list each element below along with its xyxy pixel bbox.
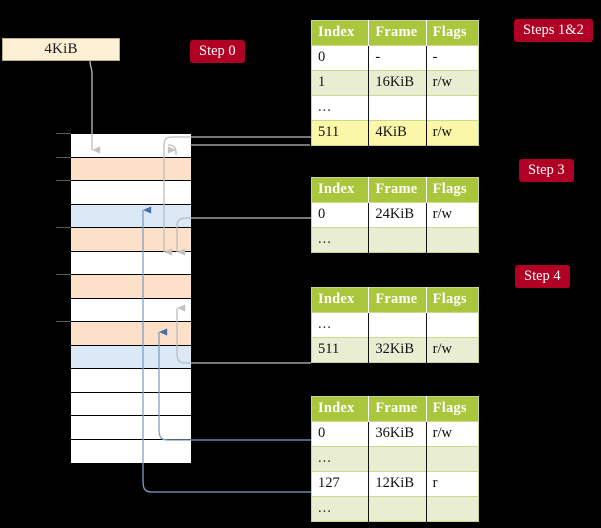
cell-index: 511 xyxy=(311,337,370,363)
cell-flags xyxy=(426,312,479,338)
cell-index: 511 xyxy=(311,120,370,146)
cell-flags xyxy=(426,95,479,121)
memory-frame-row xyxy=(71,275,191,299)
cell-frame: 12KiB xyxy=(368,471,427,497)
memory-frame-row xyxy=(71,392,191,416)
cell-frame: 24KiB xyxy=(368,202,427,228)
cell-flags: r xyxy=(426,471,479,497)
cell-frame xyxy=(368,227,427,253)
cell-frame xyxy=(368,496,427,522)
memory-frame-row xyxy=(71,298,191,322)
cell-index: ... xyxy=(311,95,370,121)
cell-index: 0 xyxy=(311,202,370,228)
cell-index: ... xyxy=(311,496,370,522)
cell-flags: r/w xyxy=(426,337,479,363)
table-header-index: Index xyxy=(311,287,370,313)
cell-frame xyxy=(368,312,427,338)
badge-steps-1-2: Steps 1&2 xyxy=(514,19,593,43)
table-row: 0-- xyxy=(311,45,479,71)
cell-flags: r/w xyxy=(426,120,479,146)
memory-frame-row xyxy=(71,204,191,228)
memory-frame-row xyxy=(71,157,191,181)
memory-frame-row xyxy=(71,134,191,158)
memory-frame-row xyxy=(71,369,191,393)
badge-step-3: Step 3 xyxy=(519,159,574,183)
cell-frame: - xyxy=(368,45,427,71)
cell-frame: 32KiB xyxy=(368,337,427,363)
badge-step-4: Step 4 xyxy=(515,265,570,289)
cell-flags: - xyxy=(426,45,479,71)
cell-frame: 36KiB xyxy=(368,421,427,447)
memory-frame-row xyxy=(71,228,191,252)
wire-step4-up xyxy=(176,304,311,364)
memory-frame-row xyxy=(71,439,191,463)
memory-frame-row xyxy=(71,251,191,275)
badge-step-0: Step 0 xyxy=(190,40,245,64)
cell-frame: 16KiB xyxy=(368,70,427,96)
cell-index: ... xyxy=(311,312,370,338)
memory-frame-row xyxy=(71,416,191,440)
table-row: ... xyxy=(311,312,479,338)
table-header-flags: Flags xyxy=(426,287,479,313)
memory-frame-row xyxy=(71,181,191,205)
memory-frame-row xyxy=(71,345,191,369)
table-header-frame: Frame xyxy=(368,20,427,46)
cell-frame: 4KiB xyxy=(368,120,427,146)
table-header-frame: Frame xyxy=(368,287,427,313)
table-header-frame: Frame xyxy=(368,396,427,422)
cell-flags: r/w xyxy=(426,202,479,228)
cell-flags: r/w xyxy=(426,421,479,447)
cell-frame xyxy=(368,95,427,121)
table-header-index: Index xyxy=(311,20,370,46)
wire-step3-down xyxy=(176,217,311,256)
table-header-index: Index xyxy=(311,177,370,203)
table-row: ... xyxy=(311,227,479,253)
source-frame-box: 4KiB xyxy=(2,38,120,61)
cell-flags xyxy=(426,496,479,522)
memory-tick xyxy=(56,156,71,158)
memory-tick xyxy=(56,274,71,275)
cell-flags xyxy=(426,227,479,253)
cell-flags: r/w xyxy=(426,70,479,96)
memory-tick xyxy=(56,133,71,134)
cell-index: 1 xyxy=(311,70,370,96)
cell-frame xyxy=(368,446,427,472)
table-header-index: Index xyxy=(311,396,370,422)
memory-tick xyxy=(56,227,71,228)
cell-index: ... xyxy=(311,446,370,472)
memory-frame-row xyxy=(71,322,191,346)
table-header-flags: Flags xyxy=(426,396,479,422)
cell-index: 0 xyxy=(311,45,370,71)
cell-index: 0 xyxy=(311,421,370,447)
cell-index: 127 xyxy=(311,471,370,497)
cell-flags xyxy=(426,446,479,472)
table-row: ... xyxy=(311,95,479,121)
table-header-flags: Flags xyxy=(426,177,479,203)
physical-memory-column xyxy=(70,133,191,463)
memory-tick xyxy=(56,180,71,181)
cell-index: ... xyxy=(311,227,370,253)
table-row: ... xyxy=(311,496,479,522)
source-frame-label: 4KiB xyxy=(44,41,78,57)
table-header-frame: Frame xyxy=(368,177,427,203)
table-row: ... xyxy=(311,446,479,472)
memory-tick xyxy=(56,321,71,322)
table-header-flags: Flags xyxy=(426,20,479,46)
